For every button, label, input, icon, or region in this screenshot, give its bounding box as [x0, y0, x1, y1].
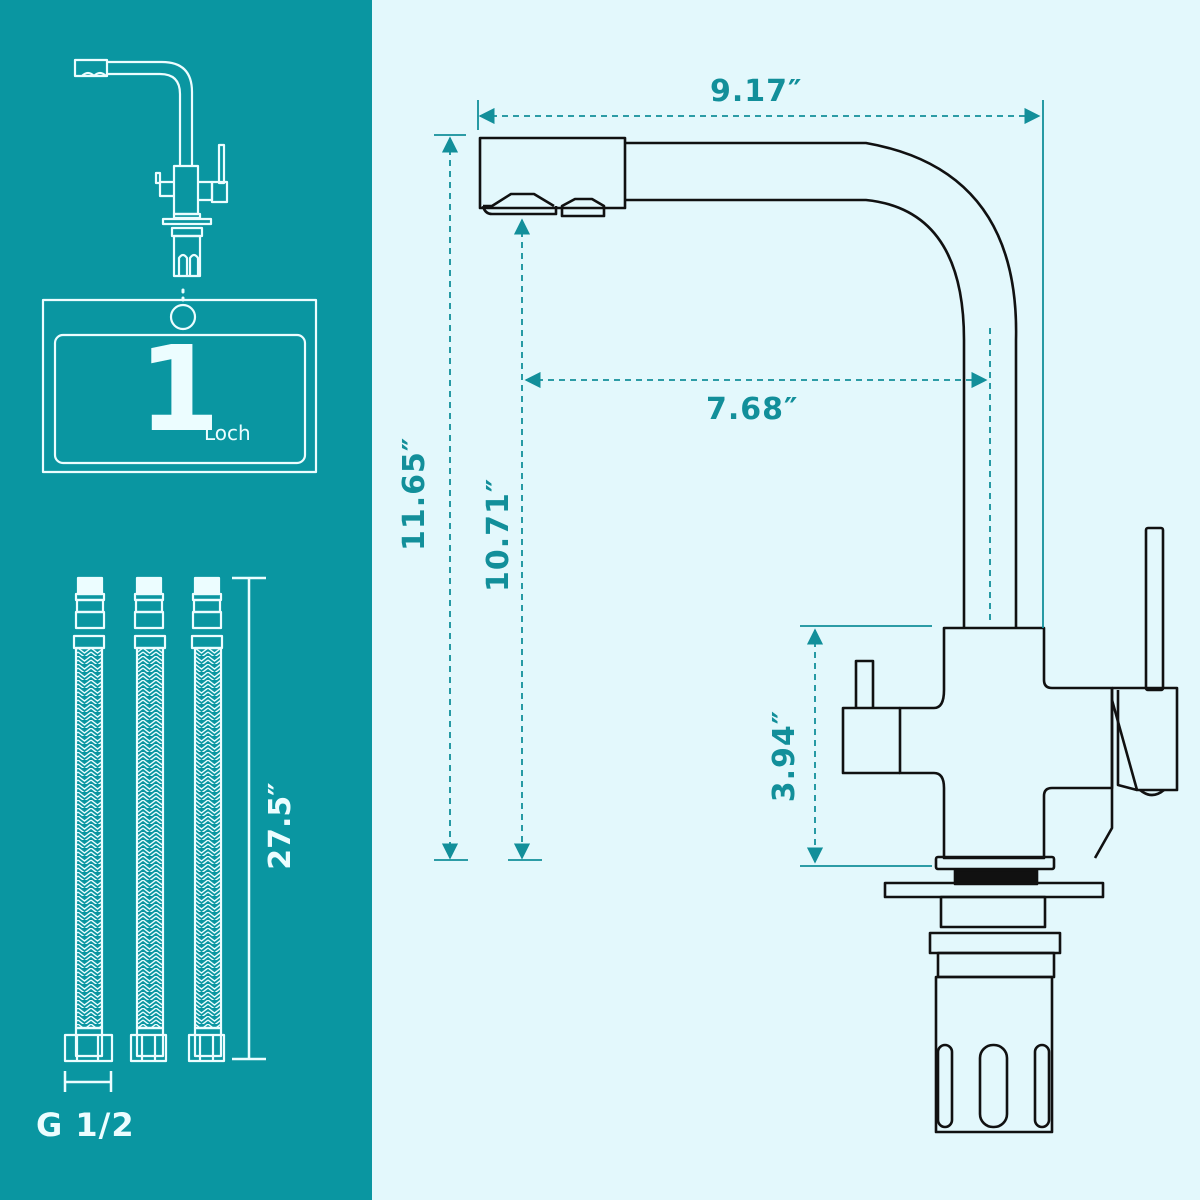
sink-basin — [53, 333, 307, 465]
hose-3 — [187, 576, 226, 1063]
hose-2 — [129, 576, 168, 1063]
spout-reach-label: 7.68″ — [706, 392, 799, 427]
left-info-panel — [0, 0, 372, 1200]
hose-1 — [63, 576, 114, 1063]
body-height-label: 3.94″ — [767, 709, 802, 803]
hole-label: Loch — [204, 421, 251, 445]
small-faucet-icon — [73, 58, 229, 278]
left-panel-illustrations — [41, 58, 318, 1092]
hose-length-dimension — [232, 576, 266, 1061]
hole-count: 1 — [138, 320, 221, 458]
spout-height-label: 10.71″ — [481, 477, 516, 592]
total-reach-label: 9.17″ — [710, 74, 803, 109]
hose-2-braid — [138, 649, 162, 1027]
total-height-label: 11.65″ — [397, 436, 432, 551]
dimension-lines — [434, 100, 1044, 867]
hose-3-braid — [196, 649, 220, 1027]
hose-1-braid — [77, 649, 101, 1027]
sink-outline — [41, 298, 318, 474]
thread-size-dimension — [63, 1071, 113, 1092]
thread-size-label: G 1/2 — [36, 1106, 135, 1144]
tap-hole-icon — [169, 303, 197, 331]
faucet-drawing — [478, 136, 1179, 1134]
